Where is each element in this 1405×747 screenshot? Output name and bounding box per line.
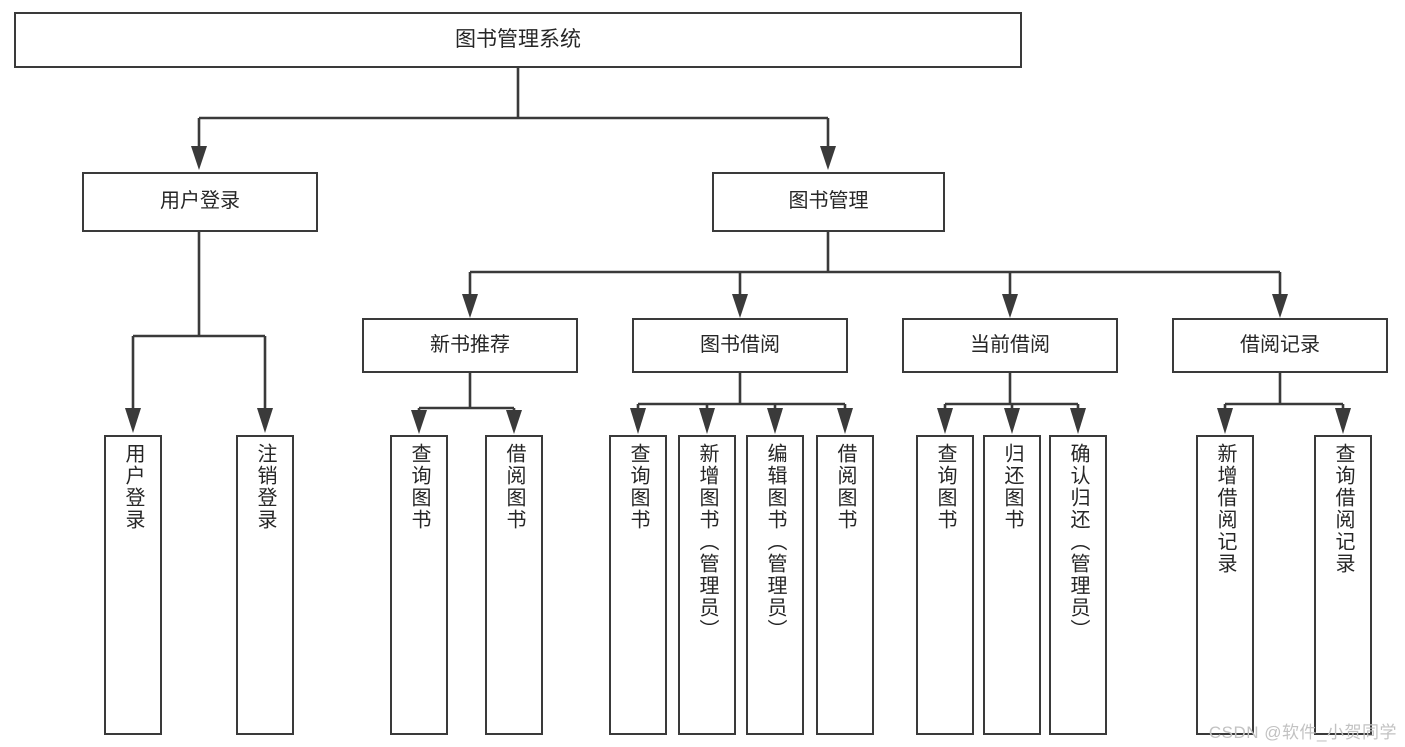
node-leaf-query-borrow-record[interactable]: 查询借阅记录 (1314, 435, 1372, 735)
node-label: 归还图书 (1001, 443, 1023, 531)
node-new-book-recommend[interactable]: 新书推荐 (362, 318, 578, 373)
node-label: 查询图书 (627, 443, 649, 531)
node-leaf-return-book[interactable]: 归还图书 (983, 435, 1041, 735)
node-label: 图书管理系统 (455, 27, 581, 51)
node-label: 图书借阅 (700, 333, 780, 356)
node-leaf-borrow-book-recommend[interactable]: 借阅图书 (485, 435, 543, 735)
node-root-system[interactable]: 图书管理系统 (14, 12, 1022, 68)
node-book-borrow[interactable]: 图书借阅 (632, 318, 848, 373)
node-leaf-edit-book[interactable]: 编辑图书（管理员） (746, 435, 804, 735)
node-label: 查询借阅记录 (1332, 443, 1354, 575)
node-leaf-confirm-return[interactable]: 确认归还（管理员） (1049, 435, 1107, 735)
node-leaf-query-book-current[interactable]: 查询图书 (916, 435, 974, 735)
node-label: 新增图书（管理员） (696, 443, 718, 641)
node-label: 用户登录 (160, 190, 240, 213)
node-label: 新书推荐 (430, 333, 510, 356)
node-label: 新增借阅记录 (1214, 443, 1236, 575)
node-label: 注销登录 (254, 443, 276, 531)
node-label: 图书管理 (788, 190, 869, 213)
node-leaf-add-borrow-record[interactable]: 新增借阅记录 (1196, 435, 1254, 735)
node-label: 确认归还（管理员） (1067, 443, 1089, 641)
node-label: 用户登录 (122, 443, 144, 531)
node-label: 查询图书 (408, 443, 430, 531)
node-user-login[interactable]: 用户登录 (82, 172, 318, 232)
node-book-management[interactable]: 图书管理 (712, 172, 945, 232)
node-leaf-query-book-recommend[interactable]: 查询图书 (390, 435, 448, 735)
node-label: 借阅图书 (834, 443, 856, 531)
csdn-watermark: CSDN @软件_小贺同学 (1208, 723, 1397, 742)
node-current-borrow[interactable]: 当前借阅 (902, 318, 1118, 373)
node-label: 借阅记录 (1240, 333, 1320, 356)
node-leaf-borrow-book[interactable]: 借阅图书 (816, 435, 874, 735)
node-leaf-query-book-borrow[interactable]: 查询图书 (609, 435, 667, 735)
node-label: 编辑图书（管理员） (764, 443, 786, 641)
node-label: 查询图书 (934, 443, 956, 531)
node-leaf-user-login[interactable]: 用户登录 (104, 435, 162, 735)
node-label: 当前借阅 (970, 333, 1050, 356)
node-leaf-add-book[interactable]: 新增图书（管理员） (678, 435, 736, 735)
node-borrow-record[interactable]: 借阅记录 (1172, 318, 1388, 373)
node-label: 借阅图书 (503, 443, 525, 531)
node-leaf-logout[interactable]: 注销登录 (236, 435, 294, 735)
